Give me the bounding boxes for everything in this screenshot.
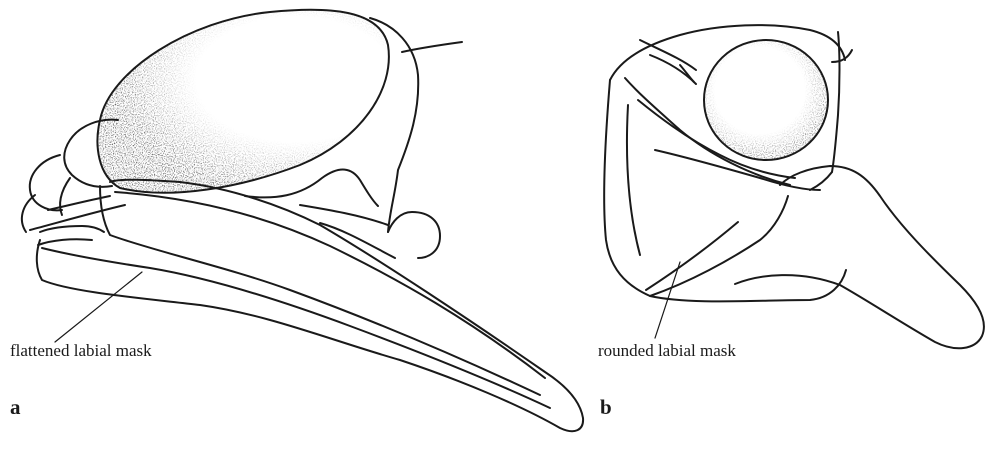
- panel-b-annotation: rounded labial mask: [598, 341, 736, 360]
- panel-a-leader-line: [55, 272, 142, 342]
- panel-b-antenna: [640, 40, 696, 70]
- panel-b-letter: b: [600, 395, 612, 419]
- panel-b-drawing: [604, 25, 984, 348]
- panel-a-letter: a: [10, 395, 21, 419]
- panel-a-drawing: [22, 10, 583, 432]
- panel-a-labial-mask: [37, 180, 583, 432]
- panel-b-labial-mask: [646, 166, 984, 348]
- panel-b-eye: [704, 40, 828, 160]
- panel-a-annotation: flattened labial mask: [10, 341, 152, 360]
- panel-a-eye: [97, 10, 388, 193]
